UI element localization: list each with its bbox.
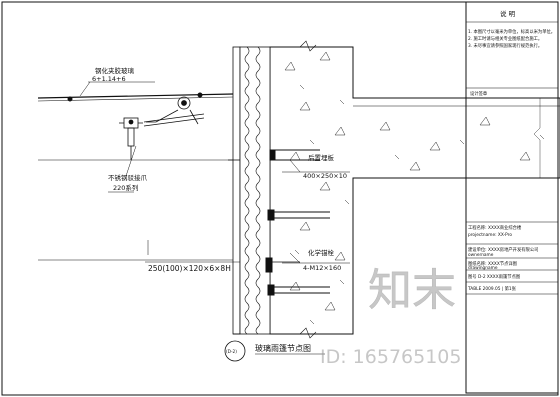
title-block xyxy=(465,1,559,394)
embedded-plate-bottom-size-label: 4-M12×160 xyxy=(303,264,341,272)
concrete-wall xyxy=(269,40,560,339)
detail-title: 玻璃雨篷节点图 xyxy=(255,343,311,353)
watermark-id-text: ID: 165765105 xyxy=(320,346,461,368)
wall-cladding-layers xyxy=(232,46,271,335)
title-block-row-3: 建设单位: XXXX房地产开发有限公司 xyxy=(468,246,538,253)
title-block-row-6: drawingname xyxy=(468,265,498,271)
glass-spec-label: 钢化夹胶玻璃 xyxy=(95,66,135,75)
title-block-row-1: 工程名称: XXXX商业综合楼 xyxy=(468,224,522,231)
embedded-plate-top-label: 后置埋板 xyxy=(308,153,335,162)
title-block-note-3: 3. 未尽事宜请参照国家现行规范执行。 xyxy=(468,42,542,49)
steel-beam xyxy=(143,113,240,161)
watermark: 知末 ID: 165765105 xyxy=(320,265,461,368)
embedded-plates xyxy=(265,149,330,296)
title-block-note-2: 2. 施工时请与相关专业图纸配合施工。 xyxy=(468,35,542,42)
glass-thickness-label: 6+1.14+6 xyxy=(92,75,126,83)
steel-bracket-label: 不锈钢驳接爪 xyxy=(108,173,148,182)
glass-canopy xyxy=(37,92,234,261)
watermark-logo-text: 知末 xyxy=(368,265,456,316)
leader-lines xyxy=(79,81,350,264)
title-block-row-5: 图纸名称: XXXX节点详图 xyxy=(468,260,517,267)
detail-marker: (D-2) xyxy=(224,340,246,362)
signature-header: 设计签章 xyxy=(470,90,488,97)
steel-bracket-size-label: 220系列 xyxy=(113,183,138,192)
detail-marker-label: (D-2) xyxy=(226,349,237,355)
title-block-row-8: TABLE 2009.05 | 第1张 xyxy=(467,285,517,292)
embedded-plate-bottom-label: 化学锚栓 xyxy=(308,248,335,257)
embedded-plate-top-size-label: 400×250×10 xyxy=(303,172,347,180)
title-block-row-4: ownername xyxy=(468,252,494,258)
title-block-note-1: 1. 本图尺寸以毫米为单位，标高以米为单位。 xyxy=(468,28,555,35)
spider-bracket xyxy=(119,96,199,160)
title-block-row-2: projectname: XX-Pro xyxy=(468,232,512,238)
steel-section-label: 250(100)×120×6×8H xyxy=(148,264,231,273)
title-block-header: 说 明 xyxy=(500,9,516,18)
title-block-row-7: 图号 D-2 XXXX雨篷节点图 xyxy=(468,273,520,280)
